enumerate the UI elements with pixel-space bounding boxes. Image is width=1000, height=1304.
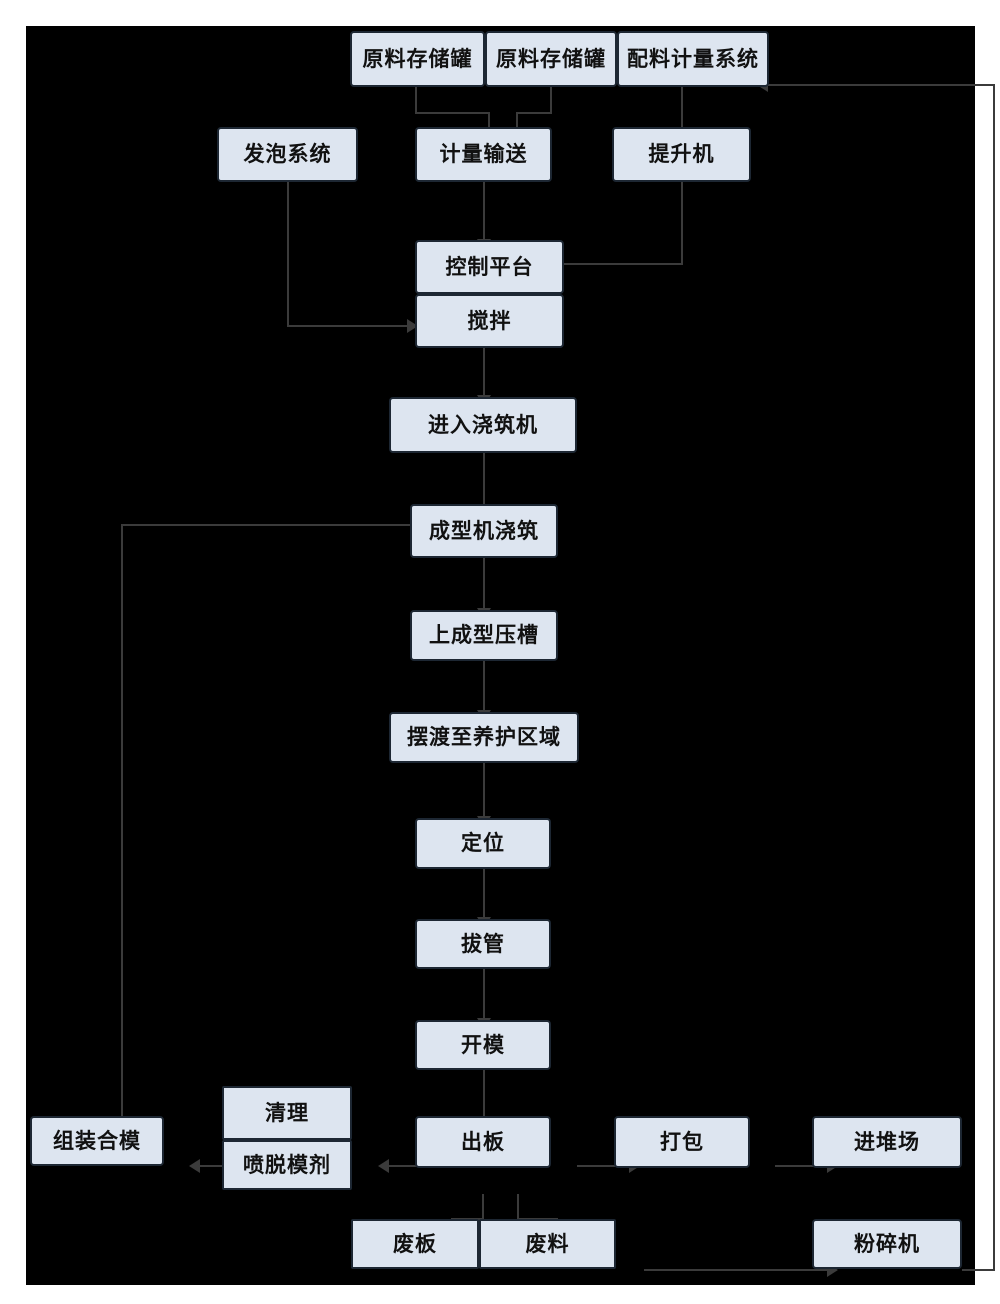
edge-foaming-mixing-seg-h bbox=[287, 325, 407, 327]
node-mixing[interactable]: 搅拌 bbox=[415, 294, 564, 348]
edge-hoist-control-seg-v bbox=[681, 181, 683, 265]
edge-assemble-former-seg-v bbox=[121, 524, 123, 1142]
edge-hoist-control-seg-h bbox=[564, 263, 683, 265]
edge-press-ferry-seg bbox=[483, 660, 485, 712]
edge-raw2-seg-v2 bbox=[516, 112, 518, 131]
edge-out-wasteboard-seg-v1 bbox=[482, 1194, 484, 1220]
edge-ferry-position-seg bbox=[483, 762, 485, 818]
diagram-canvas: 原料存储罐 原料存储罐 配料计量系统 发泡系统 计量输送 提升机 控制平台 搅拌… bbox=[26, 26, 995, 1285]
edge-packing-yard-seg bbox=[775, 1165, 827, 1167]
node-press-slot[interactable]: 上成型压槽 bbox=[410, 610, 558, 661]
edge-foaming-mixing-arrowhead bbox=[407, 319, 418, 333]
node-pull-tube[interactable]: 拔管 bbox=[415, 919, 551, 969]
edge-former-press-seg bbox=[483, 558, 485, 610]
node-to-yard[interactable]: 进堆场 bbox=[812, 1116, 962, 1168]
edge-crusher-batch-seg-h1 bbox=[962, 1269, 995, 1271]
node-cleaning[interactable]: 清理 bbox=[222, 1086, 352, 1140]
node-packing[interactable]: 打包 bbox=[614, 1116, 750, 1168]
edge-metering-control-seg bbox=[483, 181, 485, 241]
node-waste-board[interactable]: 废板 bbox=[351, 1219, 479, 1269]
edge-assemble-former-seg-h bbox=[121, 524, 410, 526]
node-former-casting[interactable]: 成型机浇筑 bbox=[410, 504, 558, 558]
node-positioning[interactable]: 定位 bbox=[415, 818, 551, 869]
edge-crusher-batch-seg-v bbox=[993, 84, 995, 1271]
edge-raw2-seg-v1 bbox=[550, 86, 552, 114]
edge-foaming-mixing-seg-v bbox=[287, 181, 289, 327]
node-assemble-mold[interactable]: 组装合模 bbox=[30, 1116, 164, 1166]
edge-wastemat-crusher-seg bbox=[644, 1269, 827, 1271]
edge-raw1-seg-v2 bbox=[488, 112, 490, 131]
node-metering-conveying[interactable]: 计量输送 bbox=[415, 127, 552, 182]
node-spray-release-agent[interactable]: 喷脱模剂 bbox=[222, 1140, 352, 1190]
node-enter-caster[interactable]: 进入浇筑机 bbox=[389, 397, 577, 453]
edge-raw2-seg-h bbox=[516, 112, 552, 114]
node-raw-tank-2[interactable]: 原料存储罐 bbox=[485, 31, 617, 87]
edge-mixing-caster-seg bbox=[483, 348, 485, 397]
node-batch-system[interactable]: 配料计量系统 bbox=[617, 31, 769, 87]
edge-raw1-seg-v1 bbox=[415, 86, 417, 114]
edge-out-wastemat-seg-v1 bbox=[517, 1194, 519, 1220]
edge-out-packing-seg bbox=[577, 1165, 629, 1167]
edge-crusher-batch-seg-h2 bbox=[768, 84, 995, 86]
edge-raw1-seg-h bbox=[415, 112, 490, 114]
node-waste-material[interactable]: 废料 bbox=[479, 1219, 616, 1269]
edge-caster-former-seg bbox=[483, 452, 485, 506]
edge-clean-assemble-arrowhead bbox=[189, 1159, 200, 1173]
node-foaming-system[interactable]: 发泡系统 bbox=[217, 127, 358, 182]
edge-batch-hoist-seg bbox=[681, 86, 683, 131]
edge-pull-demold-seg bbox=[483, 968, 485, 1020]
edge-position-pull-seg bbox=[483, 868, 485, 919]
node-control-platform[interactable]: 控制平台 bbox=[415, 240, 564, 294]
edge-wastemat-crusher-arrowhead bbox=[827, 1263, 838, 1277]
node-ferry-to-curing[interactable]: 摆渡至养护区域 bbox=[389, 712, 579, 763]
edge-out-clean-arrowhead bbox=[378, 1159, 389, 1173]
edge-demold-out-seg bbox=[483, 1069, 485, 1121]
node-out-board[interactable]: 出板 bbox=[415, 1116, 551, 1168]
node-raw-tank-1[interactable]: 原料存储罐 bbox=[350, 31, 485, 87]
node-hoist[interactable]: 提升机 bbox=[612, 127, 751, 182]
node-crusher[interactable]: 粉碎机 bbox=[812, 1219, 962, 1269]
node-demold[interactable]: 开模 bbox=[415, 1020, 551, 1070]
